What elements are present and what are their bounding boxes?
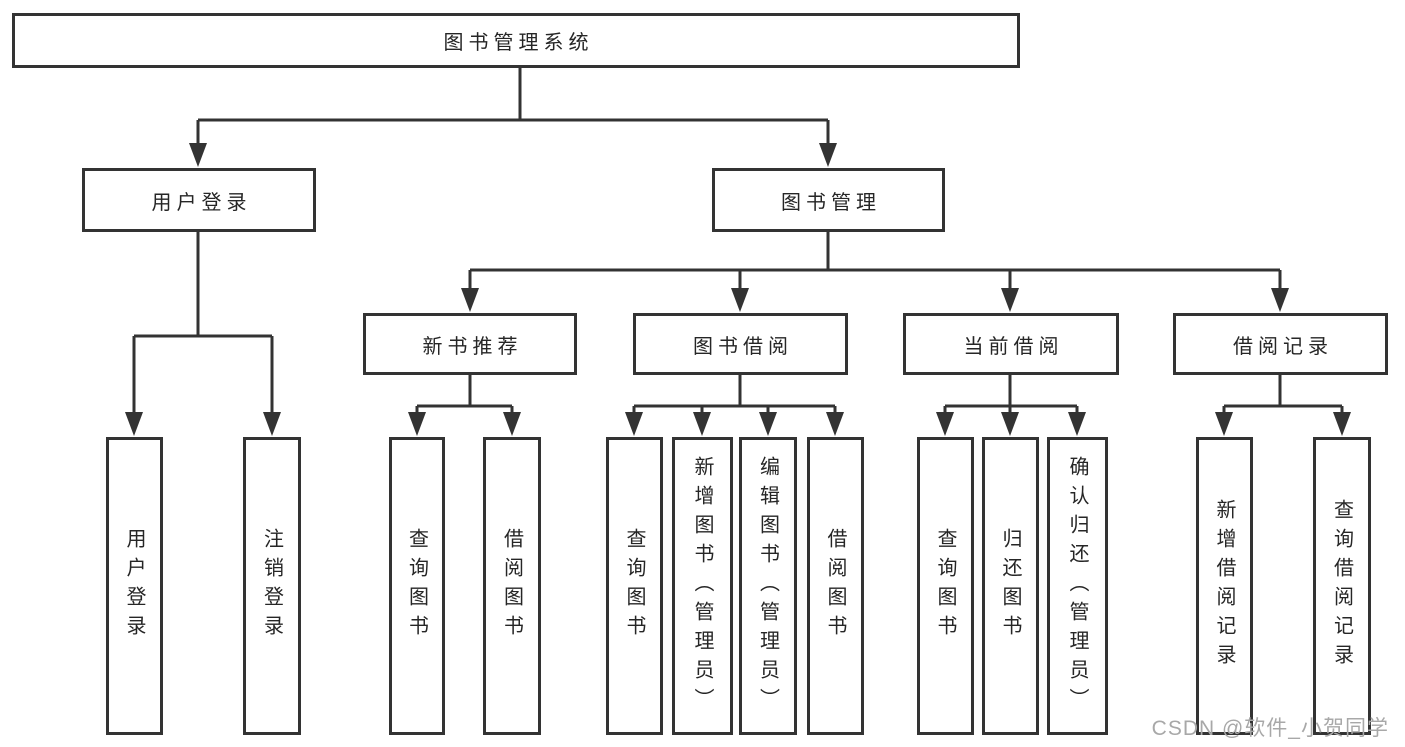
leaf-confirm-return-admin: 确认归还（管理员） (1047, 437, 1108, 735)
node-root-label: 图书管理系统 (443, 32, 594, 54)
leaf-query-books-recommend: 查询图书 (389, 437, 445, 735)
node-root: 图书管理系统 (12, 13, 1020, 68)
node-borrow-records: 借阅记录 (1173, 313, 1388, 375)
leaf-borrow-books-recommend: 借阅图书 (483, 437, 541, 735)
leaf-return-books: 归还图书 (982, 437, 1039, 735)
leaf-add-borrow-record-label: 新增借阅记录 (1213, 499, 1235, 673)
leaf-query-borrow-record-label: 查询借阅记录 (1330, 499, 1353, 673)
leaf-borrow-books-recommend-label: 借阅图书 (500, 528, 523, 644)
arrowheads (125, 143, 1351, 436)
leaf-logout-label: 注销登录 (260, 528, 283, 644)
leaf-user-login-label: 用户登录 (123, 528, 145, 644)
leaf-add-borrow-record: 新增借阅记录 (1196, 437, 1253, 735)
watermark: CSDN @软件_小贺同学 (1151, 717, 1389, 740)
leaf-edit-books-admin-label: 编辑图书（管理员） (756, 455, 779, 717)
node-book-management-label: 图书管理 (781, 191, 881, 214)
leaf-query-books-borrowing-label: 查询图书 (623, 528, 645, 644)
node-book-management: 图书管理 (712, 168, 945, 232)
leaf-add-books-admin-label: 新增图书（管理员） (691, 455, 713, 717)
node-new-book-recommend: 新书推荐 (363, 313, 577, 375)
node-book-borrowing-label: 图书借阅 (693, 335, 793, 358)
node-user-login: 用户登录 (82, 168, 316, 232)
leaf-confirm-return-admin-label: 确认归还（管理员） (1066, 455, 1088, 717)
leaf-query-books-recommend-label: 查询图书 (405, 528, 428, 644)
node-current-borrowing-label: 当前借阅 (963, 335, 1064, 358)
node-borrow-records-label: 借阅记录 (1233, 335, 1333, 358)
node-current-borrowing: 当前借阅 (903, 313, 1119, 375)
leaf-query-books-current: 查询图书 (917, 437, 974, 735)
leaf-query-books-current-label: 查询图书 (934, 528, 956, 644)
leaf-borrow-books-borrowing: 借阅图书 (807, 437, 864, 735)
node-new-book-recommend-label: 新书推荐 (422, 335, 523, 358)
leaf-borrow-books-borrowing-label: 借阅图书 (824, 528, 846, 644)
leaf-user-login: 用户登录 (106, 437, 163, 735)
leaf-query-borrow-record: 查询借阅记录 (1313, 437, 1371, 735)
node-book-borrowing: 图书借阅 (633, 313, 848, 375)
leaf-edit-books-admin: 编辑图书（管理员） (739, 437, 797, 735)
leaf-add-books-admin: 新增图书（管理员） (672, 437, 733, 735)
node-user-login-label: 用户登录 (151, 191, 252, 214)
leaf-logout: 注销登录 (243, 437, 301, 735)
leaf-return-books-label: 归还图书 (999, 528, 1021, 644)
leaf-query-books-borrowing: 查询图书 (606, 437, 663, 735)
